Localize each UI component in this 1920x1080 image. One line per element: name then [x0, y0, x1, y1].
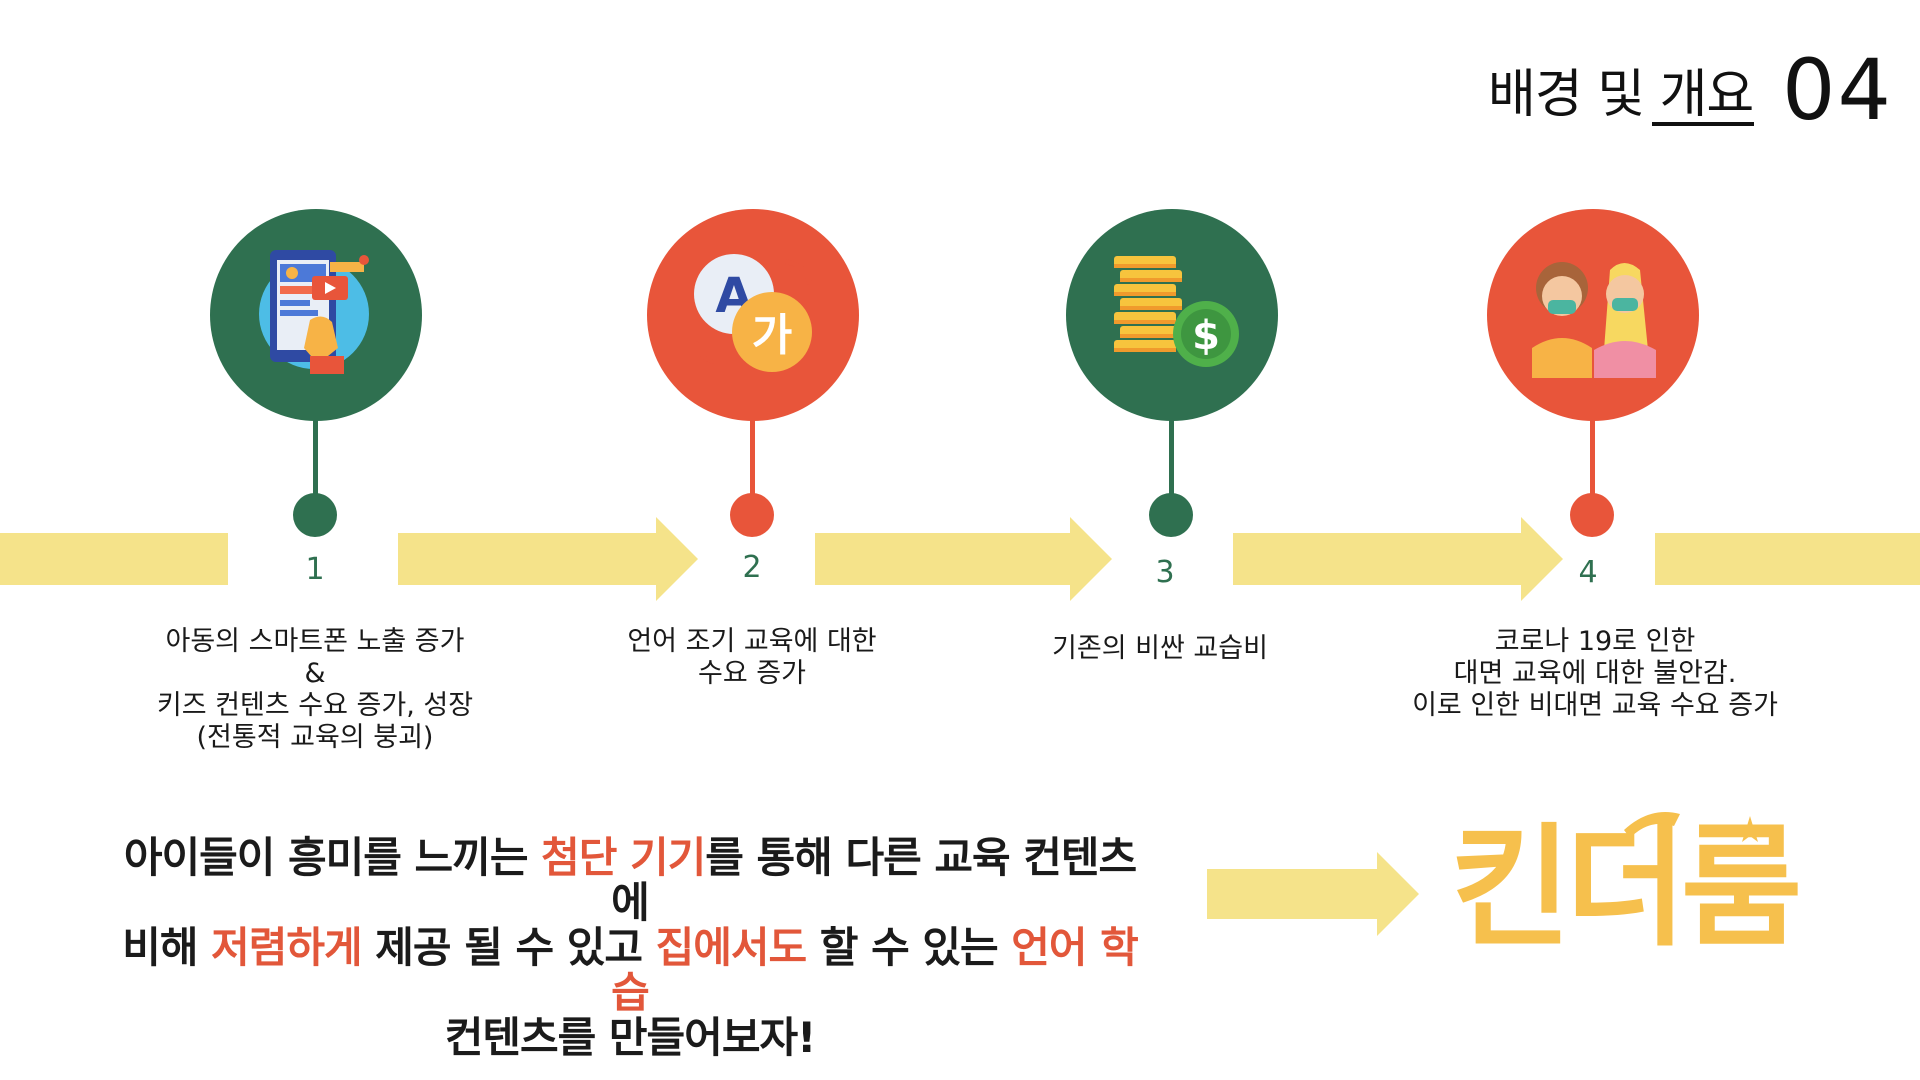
timeline-arrow-3-body [1233, 533, 1521, 585]
step-4-line-1: 코로나 19로 인한 [1494, 626, 1696, 657]
step-4-description: 코로나 19로 인한 대면 교육에 대한 불안감. 이로 인한 비대면 교육 수… [1385, 626, 1805, 722]
masked-kids-icon [1532, 262, 1656, 378]
summary-line-2: 비해 저렴하게 제공 될 수 있고 집에서도 할 수 있는 언어 학습 [122, 923, 1139, 1017]
step-1-line-2: & [304, 658, 326, 689]
step-3-line-1: 기존의 비싼 교습비 [1052, 633, 1268, 664]
summary-arrow-head [1377, 852, 1419, 936]
step-4-line-3: 이로 인한 비대면 교육 수요 증가 [1412, 690, 1778, 721]
page-number: 04 [1782, 41, 1893, 139]
timeline-arrow-2-head [1070, 517, 1112, 601]
summary-line-1: 아이들이 흥미를 느끼는 첨단 기기를 통해 다른 교육 컨텐츠에 [123, 833, 1137, 927]
step-3-dot [1149, 493, 1193, 537]
step-4-dot [1570, 493, 1614, 537]
highlight-language-learning: 언어 학습 [611, 923, 1139, 1017]
smartphone-video-icon [259, 250, 369, 374]
highlight-affordable: 저렴하게 [211, 923, 363, 972]
step-2-description: 언어 조기 교육에 대한 수요 증가 [562, 626, 942, 690]
timeline-band-end [1655, 533, 1920, 585]
summary-text: 아이들이 흥미를 느끼는 첨단 기기를 통해 다른 교육 컨텐츠에 비해 저렴하… [110, 835, 1150, 1060]
kinderroom-logo: 킨더룸 [1450, 811, 1802, 965]
step-3-description: 기존의 비싼 교습비 [1000, 633, 1320, 665]
highlight-advanced-devices: 첨단 기기 [541, 833, 706, 882]
step-4-circle [1487, 209, 1699, 421]
step-2-line-1: 언어 조기 교육에 대한 [627, 626, 877, 657]
logo-flag-icon [1624, 812, 1680, 838]
step-1-description: 아동의 스마트폰 노출 증가 & 키즈 컨텐츠 수요 증가, 성장 (전통적 교… [115, 626, 515, 754]
step-2-korean-glyph: 가 [752, 310, 792, 361]
timeline-arrow-1-head [656, 517, 698, 601]
page-title: 배경 및 개요 [1488, 65, 1754, 125]
step-4-line-2: 대면 교육에 대한 불안감. [1453, 658, 1737, 689]
summary-arrow-body [1207, 869, 1377, 919]
timeline-arrow-2-body [815, 533, 1070, 585]
timeline-band-start [0, 533, 228, 585]
step-3-stem [1169, 418, 1174, 514]
step-1-dot [293, 493, 337, 537]
step-2-line-2: 수요 증가 [698, 658, 806, 689]
step-4-number: 4 [1578, 555, 1598, 590]
step-3-currency-glyph: $ [1192, 313, 1220, 359]
summary-line-3: 컨텐츠를 만들어보자! [444, 1013, 817, 1062]
coins-dollar-icon: $ [1114, 256, 1239, 367]
step-1-stem [313, 418, 318, 514]
step-1-number: 1 [305, 552, 325, 587]
language-translate-icon: A 가 [694, 254, 813, 372]
step-2-number: 2 [742, 550, 762, 585]
step-3-number: 3 [1155, 555, 1175, 590]
timeline-arrow-1-body [398, 533, 656, 585]
step-2-dot [730, 493, 774, 537]
step-1-line-3: 키즈 컨텐츠 수요 증가, 성장 [156, 690, 474, 721]
logo-star-icon [1737, 816, 1763, 842]
highlight-at-home: 집에서도 [655, 923, 808, 972]
title-underline [1652, 122, 1754, 126]
timeline-arrow-3-head [1521, 517, 1563, 601]
step-1-line-4: (전통적 교육의 붕괴) [196, 722, 434, 753]
step-4-stem [1590, 418, 1595, 514]
step-2-stem [750, 418, 755, 514]
step-1-line-1: 아동의 스마트폰 노출 증가 [165, 626, 465, 657]
